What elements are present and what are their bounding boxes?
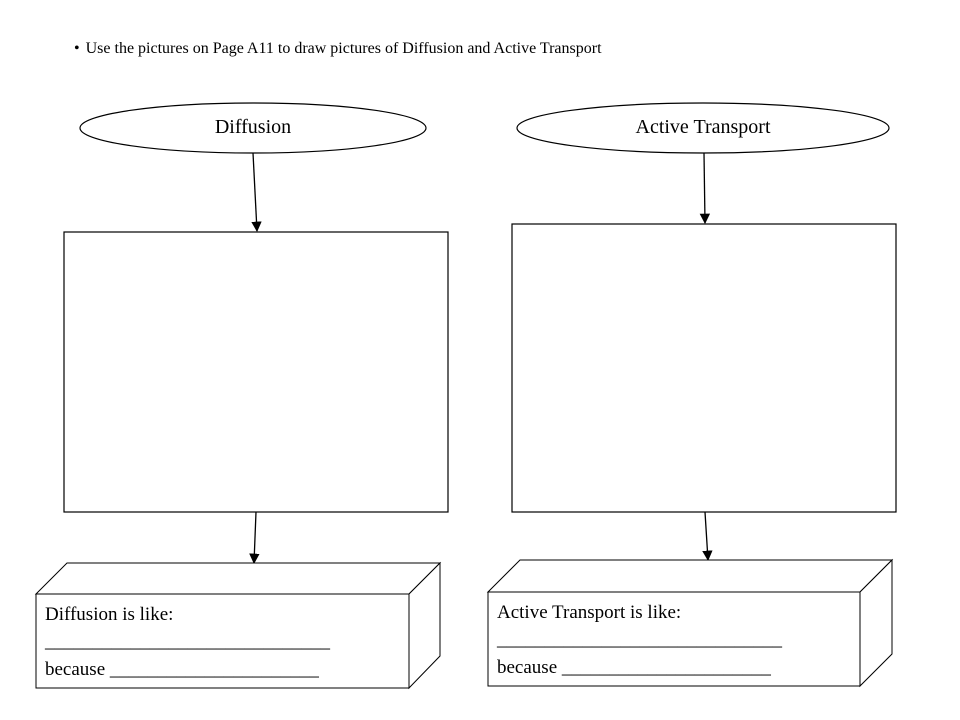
active-transport-oval (516, 102, 890, 154)
diffusion-because-text[interactable]: because ______________________ (45, 659, 319, 680)
active-transport-like-text: Active Transport is like: (497, 602, 682, 623)
active-transport-analogy-box (486, 558, 894, 688)
active-transport-because-text[interactable]: because ______________________ (497, 657, 771, 678)
diffusion-like-text: Diffusion is like: (45, 604, 174, 625)
active-transport-arrow-to-analogy-box (702, 511, 713, 562)
active-transport-oval-label: Active Transport (635, 116, 771, 138)
instruction-text: Use the pictures on Page A11 to draw pic… (85, 40, 602, 57)
diffusion-oval-label: Diffusion (214, 116, 292, 138)
diffusion-analogy-box (34, 561, 442, 690)
instruction-line: • Use the pictures on Page A11 to draw pi… (74, 40, 602, 58)
active-transport-blank-line[interactable]: ______________________________ (497, 629, 782, 650)
diffusion-drawing-box[interactable] (63, 231, 449, 513)
active-transport-arrow-to-drawing-box (699, 152, 711, 225)
active-transport-drawing-box[interactable] (511, 223, 897, 513)
diffusion-blank-line[interactable]: ______________________________ (45, 631, 330, 652)
diffusion-arrow-to-analogy-box (249, 511, 260, 565)
diffusion-arrow-to-drawing-box (251, 152, 262, 233)
bullet-icon: • (74, 40, 80, 57)
